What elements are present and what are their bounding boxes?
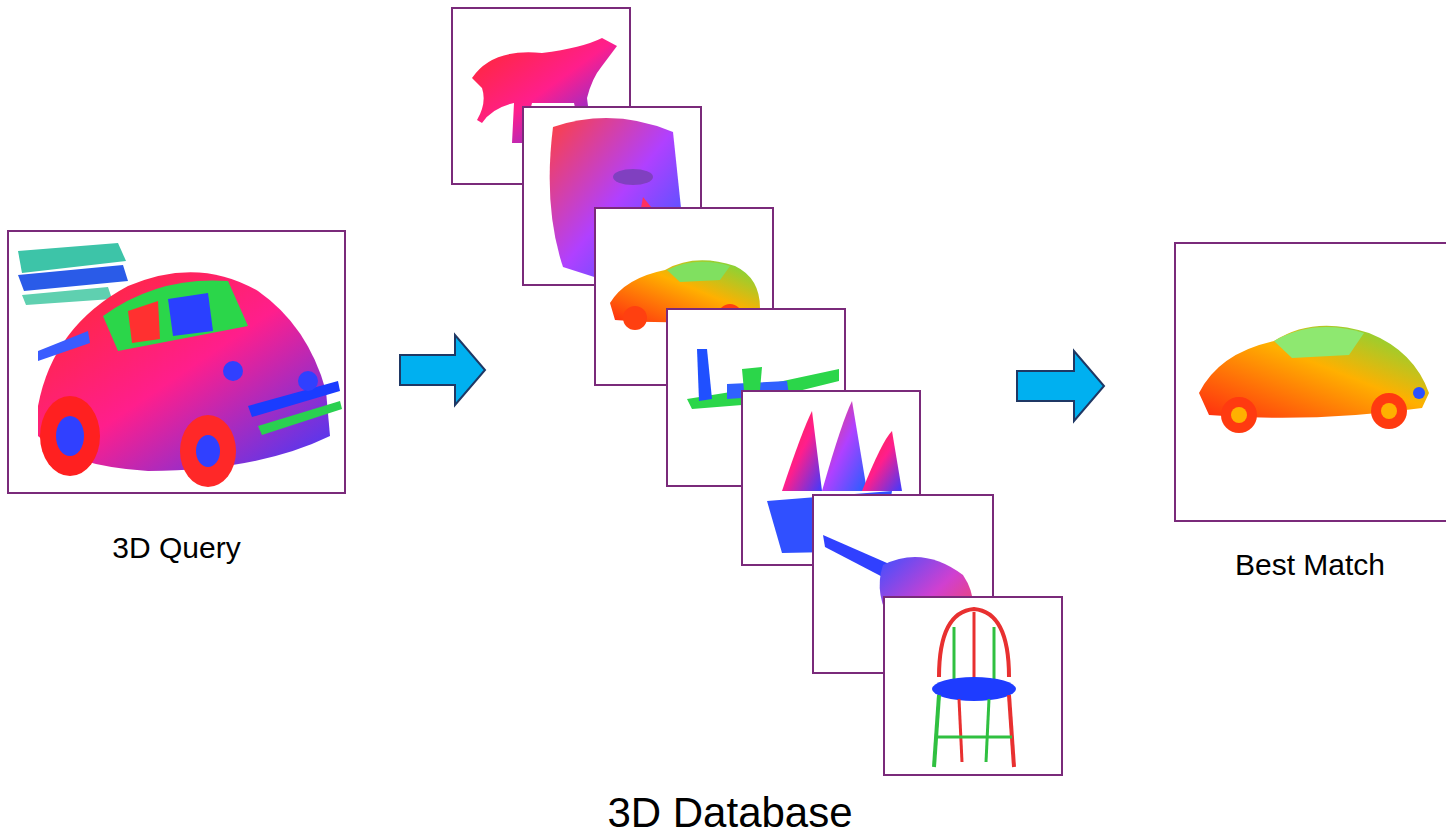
image-frame: 3D Query [8,231,345,581]
caption: 3D Database [452,788,1008,837]
caption: Best Match [1174,547,1446,583]
block-arrow [400,335,485,405]
caption: 3D Query [8,530,345,566]
block-arrow [1017,351,1104,421]
image-frame: 3D Database [452,8,1062,837]
image-frame: Best Match [1174,243,1446,588]
